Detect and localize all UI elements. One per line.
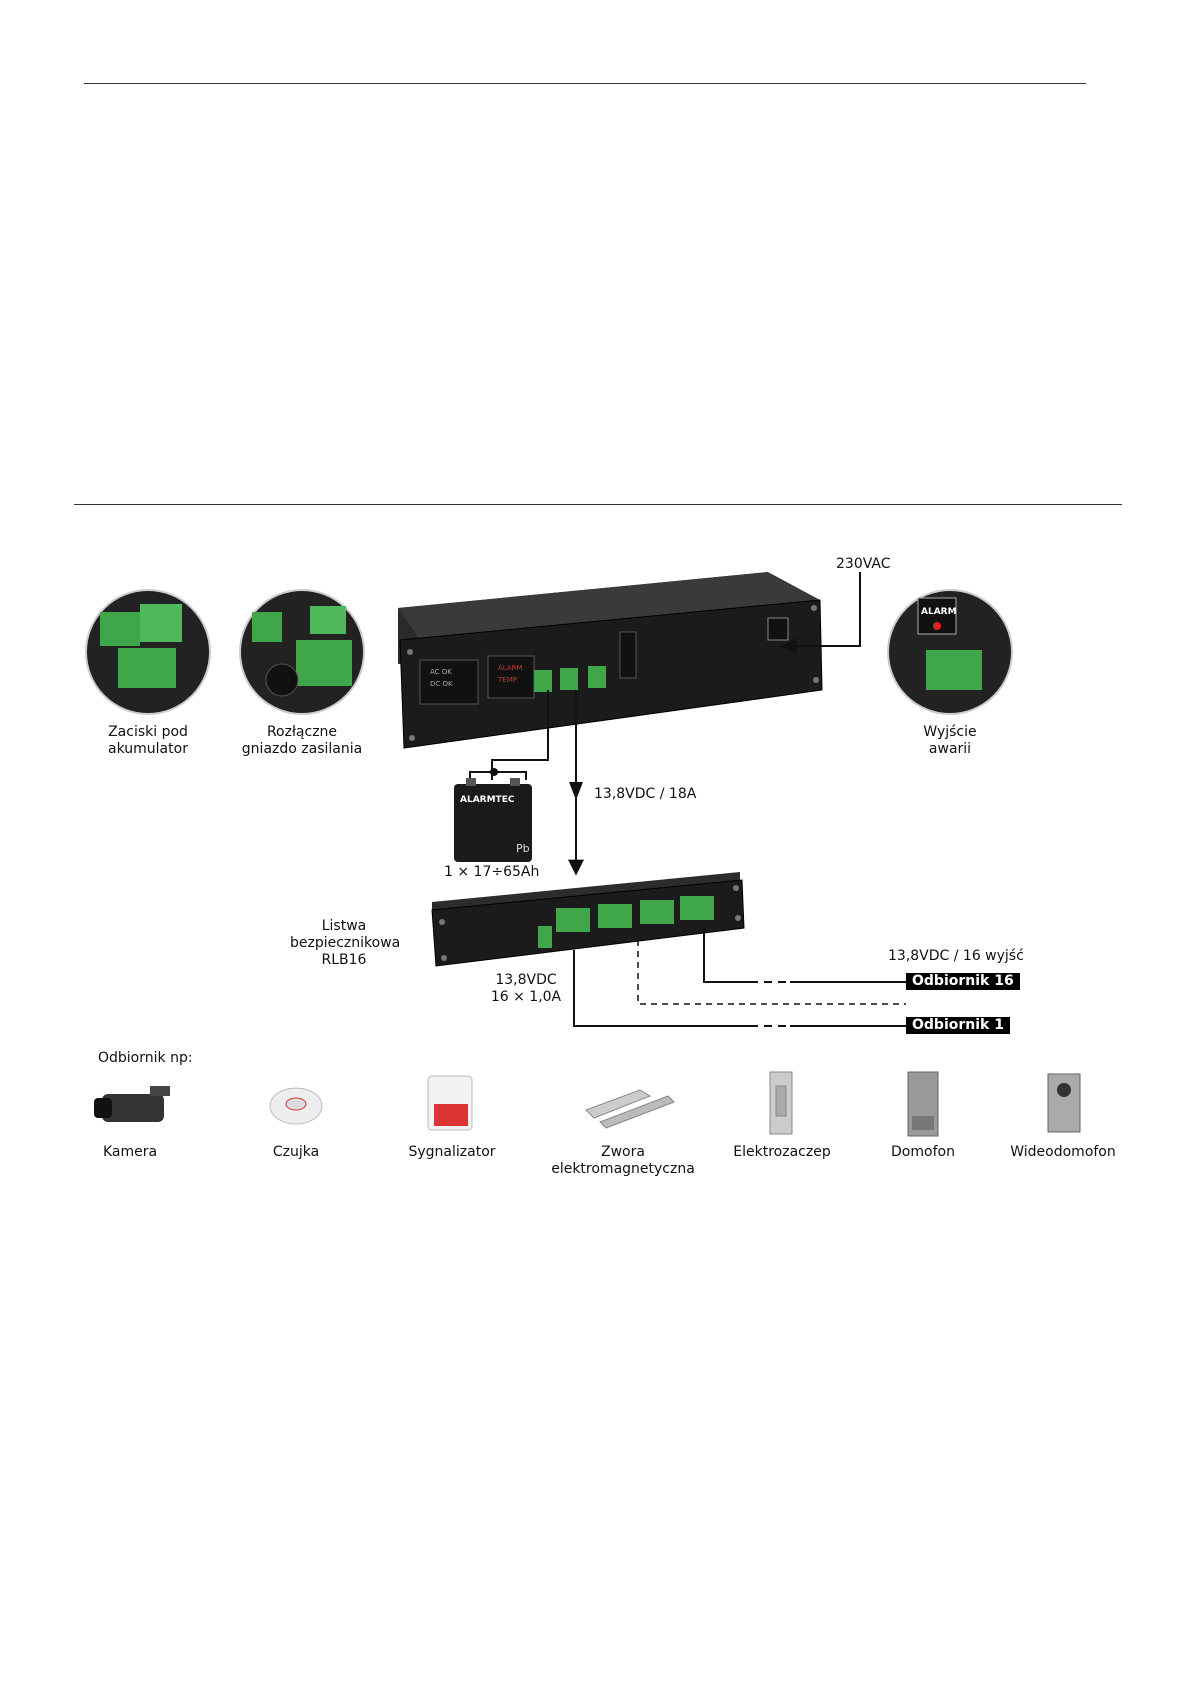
siren-icon xyxy=(427,1075,473,1131)
strip-output-caption: 13,8VDC 16 × 1,0A xyxy=(486,972,566,1006)
receiver-16-tag: Odbiornik 16 xyxy=(906,973,1020,990)
device-caption-video-intercom: Wideodomofon xyxy=(1010,1144,1116,1160)
fuse-strip-unit xyxy=(431,872,745,967)
battery-terminals-caption: Zaciski pod akumulator xyxy=(98,724,198,758)
svg-text:TEMP: TEMP xyxy=(497,676,517,684)
mains-label: 230VAC xyxy=(836,556,891,572)
device-caption-electric-strike: Elektrozaczep xyxy=(733,1144,831,1160)
receiver-1-tag: Odbiornik 1 xyxy=(906,1017,1010,1034)
device-caption-intercom: Domofon xyxy=(891,1144,955,1160)
caption-line: Zwora xyxy=(601,1144,645,1160)
battery-capacity-label: 1 × 17÷65Ah xyxy=(444,864,540,880)
device-caption-magnetic-lock: Zwora elektromagnetyczna xyxy=(548,1144,698,1178)
section-rule xyxy=(74,504,1122,505)
receivers-example-label: Odbiornik np: xyxy=(98,1050,193,1066)
svg-text:ALARM: ALARM xyxy=(498,664,523,672)
caption-line: Wyjście xyxy=(923,724,977,740)
battery-icon: ALARMTEC Pb xyxy=(454,778,532,862)
caption-line: Zaciski pod xyxy=(108,724,188,740)
device-caption-detector: Czujka xyxy=(272,1144,320,1160)
fuse-strip-caption: Listwa bezpiecznikowa RLB16 xyxy=(290,918,401,969)
smoke-detector-icon xyxy=(269,1087,323,1125)
battery-brand: ALARMTEC xyxy=(460,795,515,805)
caption-line: awarii xyxy=(928,741,972,757)
alarm-output-detail: ALARM xyxy=(887,589,1013,715)
caption-line: 13,8VDC xyxy=(495,972,557,988)
caption-line: bezpiecznikowa xyxy=(290,935,401,951)
top-rule xyxy=(84,83,1086,84)
device-caption-camera: Kamera xyxy=(102,1144,158,1160)
battery-terminals-detail xyxy=(85,589,211,715)
magnetic-lock-icon xyxy=(585,1089,675,1129)
power-socket-caption: Rozłączne gniazdo zasilania xyxy=(240,724,364,758)
main-output-label: 13,8VDC / 18A xyxy=(594,786,697,802)
svg-text:AC OK: AC OK xyxy=(430,668,452,676)
fault-output-caption: Wyjście awarii xyxy=(908,724,992,758)
camera-icon xyxy=(94,1086,170,1122)
alarm-badge: ALARM xyxy=(921,607,957,617)
intercom-icon xyxy=(907,1071,939,1137)
svg-text:Pb: Pb xyxy=(516,842,530,855)
outputs-total-label: 13,8VDC / 16 wyjść xyxy=(888,948,1024,964)
power-socket-detail xyxy=(239,589,365,715)
caption-line: Rozłączne xyxy=(266,724,338,740)
caption-line: RLB16 xyxy=(321,952,367,968)
video-intercom-icon xyxy=(1047,1073,1081,1133)
power-supply-unit: AC OK DC OK ALARM TEMP xyxy=(398,572,823,749)
svg-text:DC OK: DC OK xyxy=(430,680,453,688)
caption-line: gniazdo zasilania xyxy=(241,741,363,757)
device-caption-siren: Sygnalizator xyxy=(408,1144,496,1160)
caption-line: elektromagnetyczna xyxy=(551,1161,695,1177)
electric-strike-icon xyxy=(769,1071,793,1135)
caption-line: akumulator xyxy=(108,741,188,757)
caption-line: Listwa xyxy=(321,918,367,934)
caption-line: 16 × 1,0A xyxy=(490,989,562,1005)
